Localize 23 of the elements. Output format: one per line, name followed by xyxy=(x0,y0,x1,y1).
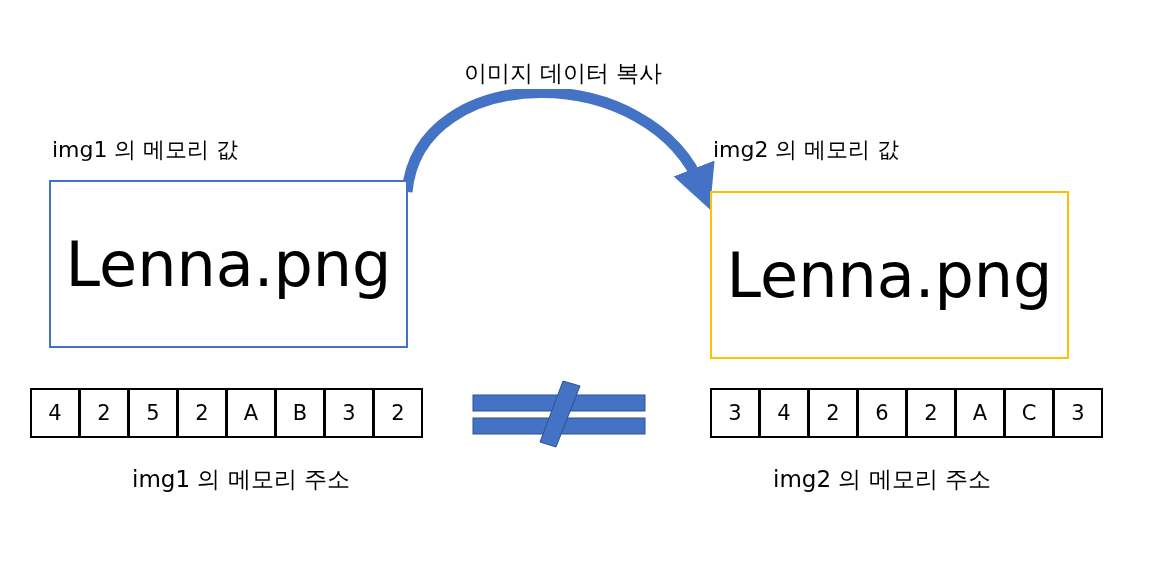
memory-cell: 2 xyxy=(79,388,129,438)
memory-cell: 4 xyxy=(759,388,809,438)
memory-cell: C xyxy=(1004,388,1054,438)
memory-cell: B xyxy=(275,388,325,438)
file-name: Lenna.png xyxy=(726,238,1053,312)
memory-cell: 2 xyxy=(906,388,956,438)
memory-cell: 2 xyxy=(808,388,858,438)
curved-arrow xyxy=(401,87,713,209)
memory-cell: 2 xyxy=(373,388,423,438)
box-heading: img2 의 메모리 값 xyxy=(713,136,900,164)
file-name: Lenna.png xyxy=(65,227,392,301)
memory-cell: 6 xyxy=(857,388,907,438)
box-heading: img1 의 메모리 값 xyxy=(52,136,239,164)
memory-cell: 2 xyxy=(177,388,227,438)
memory-cell: 3 xyxy=(710,388,760,438)
memory-cell: A xyxy=(955,388,1005,438)
memory-cell: 4 xyxy=(30,388,80,438)
address-caption: img1 의 메모리 주소 xyxy=(132,465,350,494)
memory-cell: 5 xyxy=(128,388,178,438)
address-caption: img2 의 메모리 주소 xyxy=(773,465,991,494)
memory-cell: A xyxy=(226,388,276,438)
memory-cell: 3 xyxy=(324,388,374,438)
memory-cell: 3 xyxy=(1053,388,1103,438)
